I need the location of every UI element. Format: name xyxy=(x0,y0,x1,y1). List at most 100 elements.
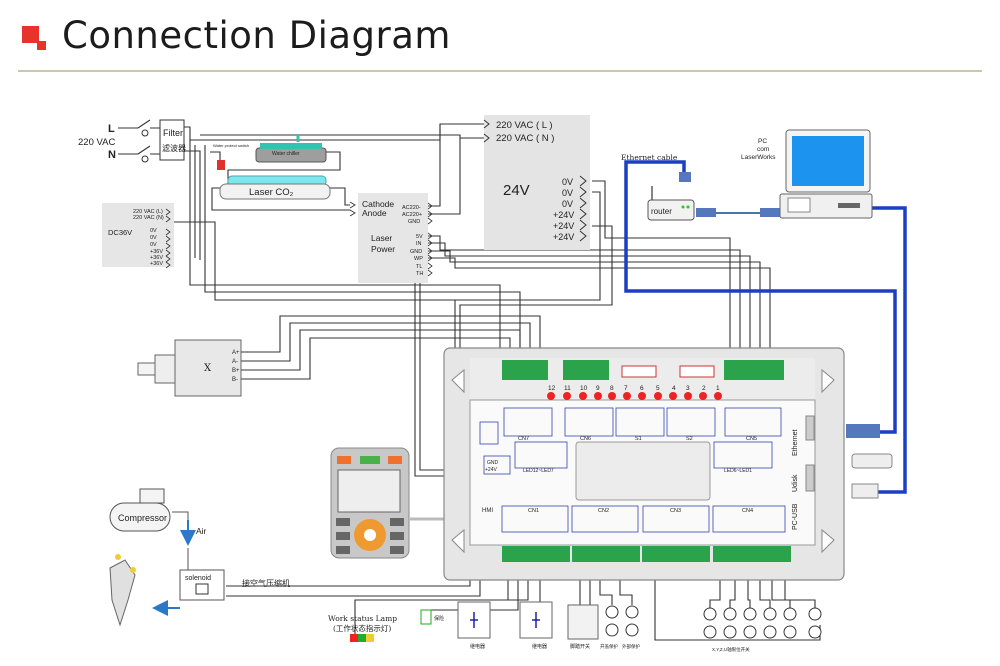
laser-tube: Water protect switch Water chiller Laser… xyxy=(213,135,331,200)
psu-24v-title: 24V xyxy=(503,182,530,199)
tube-cathode-label: Cathode xyxy=(362,199,394,209)
external-protect-label: 外部保护 xyxy=(622,643,640,650)
svg-text:7: 7 xyxy=(624,385,628,392)
dc36v-out-5: +36V xyxy=(150,255,163,261)
mains-switch-icon xyxy=(137,119,160,155)
svg-text:CN3: CN3 xyxy=(670,508,681,514)
network: Ethernet cable router PC com LaserWorks xyxy=(621,129,873,221)
svg-text:CN6: CN6 xyxy=(580,436,591,442)
dip-switch-s2 xyxy=(679,365,715,378)
ethernet-plug-icon xyxy=(846,424,880,438)
svg-text:1: 1 xyxy=(716,385,720,392)
filter-label: Filter xyxy=(163,128,183,138)
port-block-led12-7 xyxy=(514,441,568,469)
foot-switch-label: 脚踏开关 xyxy=(570,643,590,650)
air-label: Air xyxy=(196,526,207,536)
psu-ac-l: 220 VAC ( L ) xyxy=(496,120,553,131)
psu-out-2: 0V xyxy=(562,188,573,198)
pc-screen xyxy=(792,136,864,186)
lp-pin-tl: TL xyxy=(416,264,422,270)
dc36v-title: DC36V xyxy=(108,228,132,237)
foot-switch-icon xyxy=(567,604,599,640)
relay-2-label: 继电器 xyxy=(532,643,547,650)
svg-text:6: 6 xyxy=(640,385,644,392)
port-block-s1 xyxy=(615,407,665,437)
tube-anode-label: Anode xyxy=(362,208,387,218)
svg-text:12: 12 xyxy=(548,385,556,392)
svg-text:4: 4 xyxy=(672,385,676,392)
door-protect-label: 开盖保护 xyxy=(600,643,618,650)
compressor-label: Compressor xyxy=(118,513,167,523)
bottom-connector-cn3 xyxy=(642,546,710,562)
svg-text:CN5: CN5 xyxy=(746,436,757,442)
motor-pin-a-minus: A- xyxy=(232,359,238,365)
pc-label-1: PC xyxy=(758,138,767,145)
psu-24v: 220 VAC ( L ) 220 VAC ( N ) 24V 0V 0V 0V… xyxy=(483,115,590,250)
lp-ac-minus: AC220- xyxy=(402,205,421,211)
lp-ac-plus: AC220+ xyxy=(402,212,422,218)
solenoid-label: solenoid xyxy=(185,575,211,582)
svg-text:LED12~LED7: LED12~LED7 xyxy=(523,468,554,474)
router-icon xyxy=(647,199,695,221)
port-block-cn7 xyxy=(503,407,553,437)
dc36v-ac-n: 220 VAC (N) xyxy=(133,215,164,221)
svg-text:LED6~LED1: LED6~LED1 xyxy=(724,468,752,474)
controller-chip xyxy=(575,441,711,501)
air-cn-label: 接空气压缩机 xyxy=(242,578,290,588)
dip-switch-s1 xyxy=(621,365,657,378)
led-row: 12 11 10 9 8 7 6 5 4 3 2 1 xyxy=(547,385,722,400)
fuse-label: 保险 xyxy=(434,615,444,622)
page-title: Connection Diagram xyxy=(62,14,451,57)
dc36v-out-6: +36V xyxy=(150,261,163,267)
limit-switch-label: X,Y,Z,U轴限位开关 xyxy=(712,646,750,653)
dc36v-out-3: 0V xyxy=(150,242,157,248)
svg-text:9: 9 xyxy=(596,385,600,392)
psu-out-5: +24V xyxy=(553,221,574,231)
relay-2-icon xyxy=(519,601,553,639)
bottom-connector-cn2 xyxy=(572,546,640,562)
bottom-connector-cn1 xyxy=(502,546,570,562)
port-block-cn3 xyxy=(642,505,710,533)
water-switch-icon xyxy=(217,160,225,170)
motor-label: X xyxy=(204,363,212,374)
svg-text:8: 8 xyxy=(610,385,614,392)
bottom-connector-cn4 xyxy=(713,546,791,562)
psu-ac-n: 220 VAC ( N ) xyxy=(496,133,554,144)
svg-text:HMI: HMI xyxy=(482,508,493,514)
pc-plug-icon xyxy=(760,208,782,217)
port-block-cn1 xyxy=(501,505,569,533)
motor-body xyxy=(174,339,242,397)
router-label: router xyxy=(651,207,672,216)
svg-text:+24V: +24V xyxy=(485,467,497,473)
svg-text:S1: S1 xyxy=(635,436,642,442)
filter-cn-label: 滤波器 xyxy=(162,143,186,153)
psu-out-6: +24V xyxy=(553,232,574,242)
mains-input: L N 220 VAC Filter 滤波器 xyxy=(78,119,186,163)
water-switch-label: Water protect switch xyxy=(213,143,249,148)
stepper-motor: X A+ A- B+ B- xyxy=(137,339,242,397)
ethernet-cable-route xyxy=(624,160,907,494)
port-block-cn2 xyxy=(571,505,639,533)
svg-text:3: 3 xyxy=(686,385,690,392)
hmi-screen xyxy=(337,469,401,513)
top-connector-cn5 xyxy=(724,360,784,380)
svg-text:S2: S2 xyxy=(686,436,693,442)
psu-24v-box xyxy=(484,115,590,250)
svg-text:CN1: CN1 xyxy=(528,508,539,514)
svg-text:GND: GND xyxy=(487,460,499,466)
title-bullet-icon xyxy=(22,26,46,50)
dc36v-out-1: 0V xyxy=(150,228,157,234)
port-block-cn4 xyxy=(712,505,786,533)
dc36v-out-4: +36V xyxy=(150,249,163,255)
gnd-24v-block xyxy=(483,455,511,475)
filter-box xyxy=(159,119,185,161)
laser-power-box xyxy=(358,193,428,283)
pc-label-3: LaserWorks xyxy=(741,154,776,161)
line-n-label: N xyxy=(108,149,116,161)
router-plug-icon xyxy=(696,208,716,217)
udisk-port-label: Udisk xyxy=(792,474,799,492)
lp-gnd: GND xyxy=(408,219,420,225)
laser-tube-label: Laser CO₂ xyxy=(249,187,294,198)
psu-out-4: +24V xyxy=(553,210,574,220)
svg-text:11: 11 xyxy=(564,385,571,392)
